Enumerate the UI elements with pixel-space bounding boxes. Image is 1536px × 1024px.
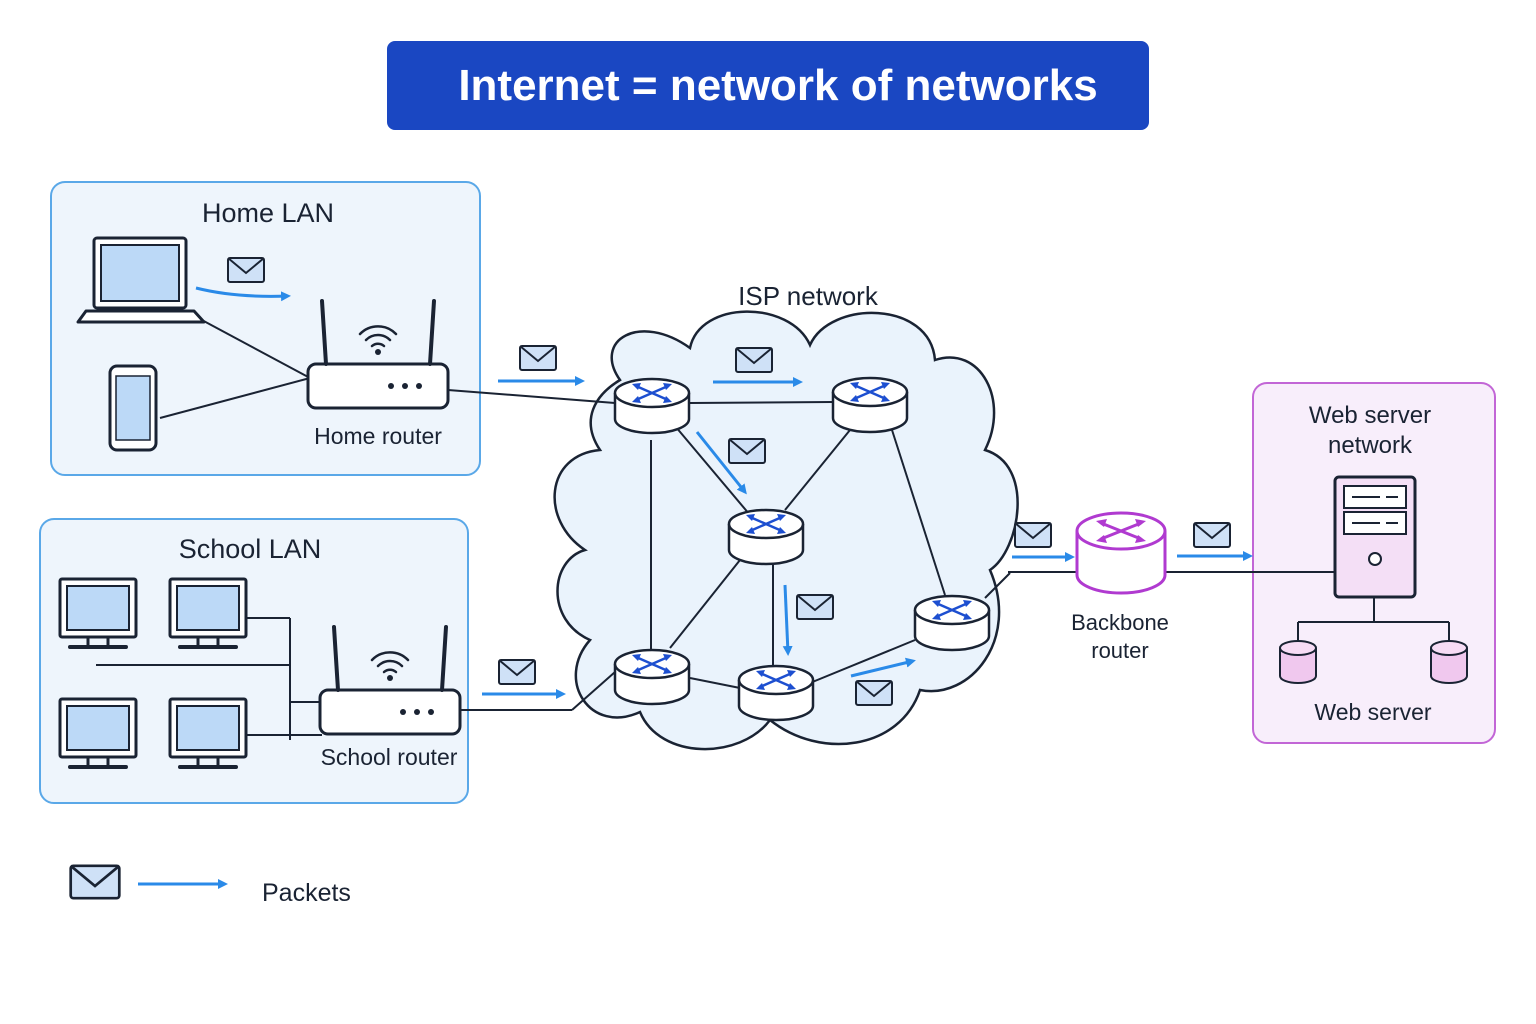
packet-arrow: [195, 286, 291, 302]
link-r3-r5: [669, 559, 741, 649]
link-r2-r4: [891, 429, 946, 596]
backbone-router-icon: [1075, 511, 1167, 595]
isp-network-label: ISP network: [738, 281, 879, 311]
web-server-network-label-line1: Web server: [1309, 402, 1431, 429]
packet-envelope-icon: [728, 438, 766, 464]
link-phone-homerouter: [159, 377, 311, 419]
school-monitor-icon: [58, 577, 138, 649]
link-schoolrouter-isp-2: [571, 671, 616, 711]
web-server-network-label-line2: network: [1328, 432, 1413, 459]
link-r5-r6: [689, 677, 741, 689]
packet-envelope-icon: [519, 345, 557, 371]
database-icon: [1279, 640, 1317, 684]
school-monitor-icon: [168, 697, 248, 769]
home-router-label: Home router: [314, 423, 442, 449]
packet-envelope-icon: [735, 347, 773, 373]
backbone-router-label-line1: Backbone: [1071, 610, 1169, 635]
database-icon: [1430, 640, 1468, 684]
packet-envelope-icon: [1193, 522, 1231, 548]
school-lan-label: School LAN: [179, 534, 322, 564]
title-banner: Internet = network of networks: [387, 41, 1149, 130]
isp-router-icon: [737, 664, 815, 722]
isp-router-icon: [913, 594, 991, 652]
link-r1-r3: [669, 419, 751, 516]
page-title: Internet = network of networks: [458, 60, 1098, 110]
packet-arrow: [782, 584, 793, 656]
packet-envelope-icon: [227, 257, 265, 283]
isp-router-icon: [831, 376, 909, 434]
packet-arrow: [850, 657, 916, 678]
isp-router-icon: [613, 377, 691, 435]
home-lan-label: Home LAN: [202, 198, 334, 228]
legend-packets-label: Packets: [262, 879, 351, 907]
packet-arrow: [695, 431, 747, 495]
packet-envelope-icon: [796, 594, 834, 620]
packet-envelope-icon: [1014, 522, 1052, 548]
school-monitor-icon: [58, 697, 138, 769]
isp-router-icon: [727, 508, 805, 566]
link-r4-backbone: [984, 572, 1011, 599]
web-server-label: Web server: [1314, 699, 1432, 725]
laptop-icon: [76, 236, 206, 324]
school-router-label: School router: [321, 744, 458, 770]
packet-envelope-icon: [498, 659, 536, 685]
link-homerouter-isp: [447, 389, 616, 404]
link-laptop-homerouter: [199, 318, 311, 379]
legend-envelope-icon: [69, 864, 121, 900]
backbone-router-label-line2: router: [1091, 638, 1148, 663]
school-monitor-icon: [168, 577, 248, 649]
phone-icon: [108, 364, 158, 452]
server-tower-icon: [1333, 475, 1417, 599]
packet-envelope-icon: [855, 680, 893, 706]
link-r6-r4: [809, 639, 916, 684]
link-r2-r3: [784, 429, 851, 511]
link-r1-r2: [689, 401, 834, 404]
isp-router-icon: [613, 648, 691, 706]
